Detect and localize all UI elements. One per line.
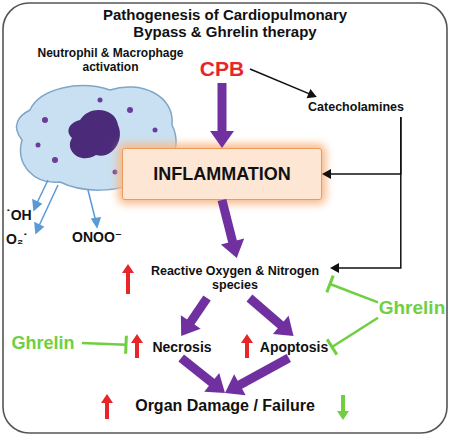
diagram-title: Pathogenesis of Cardiopulmonary Bypass &… xyxy=(88,6,362,41)
granule xyxy=(98,98,103,103)
connector xyxy=(327,318,378,355)
arrow-head xyxy=(33,200,41,210)
arrow-head xyxy=(181,315,201,336)
connector-line xyxy=(330,284,378,302)
inhibition-bar xyxy=(124,336,128,354)
granule xyxy=(153,128,158,133)
connector xyxy=(82,336,126,354)
node-text: INFLAMMATION xyxy=(153,164,291,185)
arrow-head xyxy=(221,239,244,258)
arrow-head xyxy=(225,374,246,395)
node-text: Ghrelin xyxy=(11,333,74,354)
annotation-label: ˙OH xyxy=(6,207,50,223)
arrow-head xyxy=(92,218,100,227)
granule xyxy=(36,143,41,148)
connector xyxy=(210,83,234,148)
node-text: Ghrelin xyxy=(379,297,446,319)
inhibition-bar xyxy=(327,339,337,354)
connector xyxy=(322,117,401,179)
arrow-head xyxy=(322,169,331,179)
connector xyxy=(225,358,289,395)
release-arrow xyxy=(38,185,58,228)
connector-line xyxy=(222,200,233,242)
connector-line xyxy=(338,117,401,268)
text-node: Apoptosis xyxy=(236,336,332,358)
increase-arrow xyxy=(241,334,253,358)
connector-line xyxy=(239,358,289,385)
connector-line xyxy=(249,298,281,326)
connector xyxy=(181,298,207,336)
text-node: CPB xyxy=(194,55,250,83)
granule xyxy=(42,117,48,123)
cell-nucleus xyxy=(68,110,119,158)
arrow-head xyxy=(307,89,317,98)
increase-arrow xyxy=(101,394,113,419)
connector-line xyxy=(218,83,227,132)
node-text: Catecholamines xyxy=(308,100,404,114)
connector-line xyxy=(332,318,378,347)
release-arrow xyxy=(36,180,48,205)
increase-arrow xyxy=(122,264,134,294)
node-text: CPB xyxy=(200,57,244,81)
granule xyxy=(52,157,58,163)
text-node: Catecholamines xyxy=(300,97,412,117)
arrow-head xyxy=(210,131,234,148)
connector-line xyxy=(330,117,401,174)
text-node: Organ Damage / Failure xyxy=(95,393,355,419)
granule xyxy=(127,107,133,113)
annotation-label: O₂˙ xyxy=(6,231,50,247)
connector xyxy=(249,298,293,336)
node-text: Organ Damage / Failure xyxy=(135,397,315,415)
node-text: Reactive Oxygen & Nitrogen species xyxy=(140,264,330,293)
text-node: Ghrelin xyxy=(378,294,446,322)
annotation-label: Neutrophil & Macrophage activation xyxy=(28,47,193,75)
arrow-head xyxy=(273,316,294,336)
connector-line xyxy=(250,69,309,94)
text-node: Necrosis xyxy=(126,336,218,358)
increase-arrow xyxy=(131,334,143,358)
arrow-head xyxy=(204,373,225,393)
process-box: INFLAMMATION xyxy=(122,148,322,200)
frame xyxy=(3,3,447,433)
text-node: Reactive Oxygen & Nitrogen species xyxy=(118,258,330,298)
connector xyxy=(221,200,244,258)
granule xyxy=(113,170,118,175)
release-arrows xyxy=(33,180,100,233)
inhibition-bar xyxy=(327,276,333,293)
arrow-head xyxy=(330,263,339,273)
node-text: Necrosis xyxy=(152,339,211,355)
node-text: Apoptosis xyxy=(260,339,328,355)
connector-line xyxy=(82,343,126,345)
annotation-label: ONOO⁻ xyxy=(72,229,136,245)
arrow-head xyxy=(35,223,43,233)
connector-line xyxy=(190,298,207,323)
connector xyxy=(250,69,317,98)
release-arrow xyxy=(88,190,96,222)
text-node: Ghrelin xyxy=(4,330,82,356)
connector-line xyxy=(181,358,212,383)
decrease-arrow xyxy=(337,395,349,420)
connector xyxy=(330,117,401,273)
connector xyxy=(327,276,378,303)
connector xyxy=(181,358,225,393)
